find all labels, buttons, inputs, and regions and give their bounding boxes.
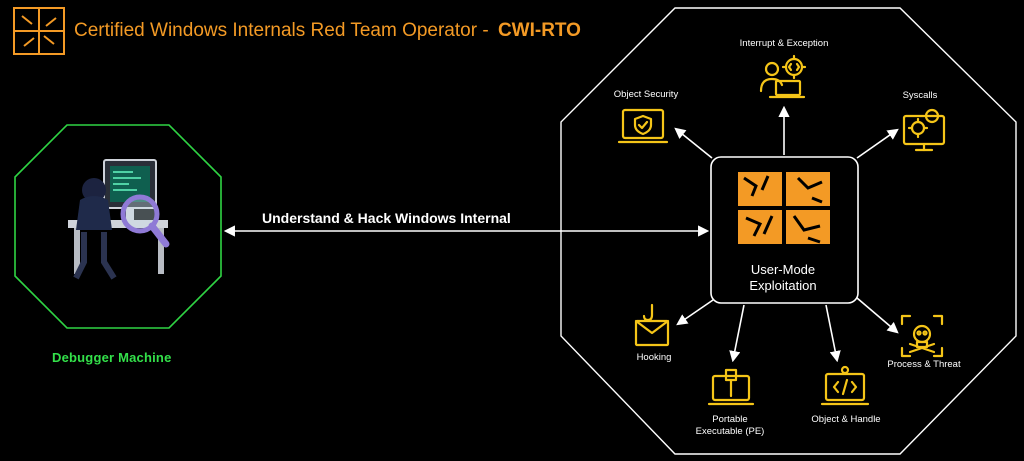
debugger-machine-label: Debugger Machine — [52, 350, 172, 365]
spoke-arrows — [674, 105, 899, 363]
header-logo-icon — [13, 7, 65, 55]
center-label-line1: User-Mode — [750, 262, 816, 277]
node-pe-label-line1: Portable — [712, 414, 748, 425]
center-label-line2: Exploitation — [749, 278, 817, 293]
exploitation-frame — [560, 7, 1017, 455]
monitor-gears-icon — [902, 108, 946, 152]
laptop-code-icon — [820, 365, 870, 406]
page-title: Certified Windows Internals Red Team Ope… — [74, 20, 581, 42]
node-syscalls-label: Syscalls — [902, 90, 938, 101]
envelope-hook-icon — [634, 303, 670, 347]
node-handle-label: Object & Handle — [811, 414, 881, 425]
skull-target-icon — [900, 314, 944, 358]
node-process-label: Process & Threat — [887, 359, 961, 370]
broken-windows-logo-icon — [738, 172, 830, 244]
laptop-shield-icon — [617, 108, 669, 144]
node-object-security-label: Object Security — [613, 89, 679, 100]
node-hooking-label: Hooking — [636, 352, 672, 363]
laptop-usb-icon — [707, 368, 755, 406]
title-text: Certified Windows Internals Red Team Ope… — [74, 20, 489, 41]
person-laptop-gear-icon — [759, 54, 807, 99]
debugger-machine-frame — [14, 124, 222, 329]
connection-label: Understand & Hack Windows Internal — [262, 210, 511, 226]
hacker-at-computer-icon — [68, 159, 170, 280]
title-code: CWI-RTO — [497, 20, 581, 41]
center-label: User-Mode Exploitation — [716, 262, 850, 294]
node-interrupt-label: Interrupt & Exception — [739, 38, 829, 49]
node-pe-label-line2: Executable (PE) — [695, 426, 765, 437]
